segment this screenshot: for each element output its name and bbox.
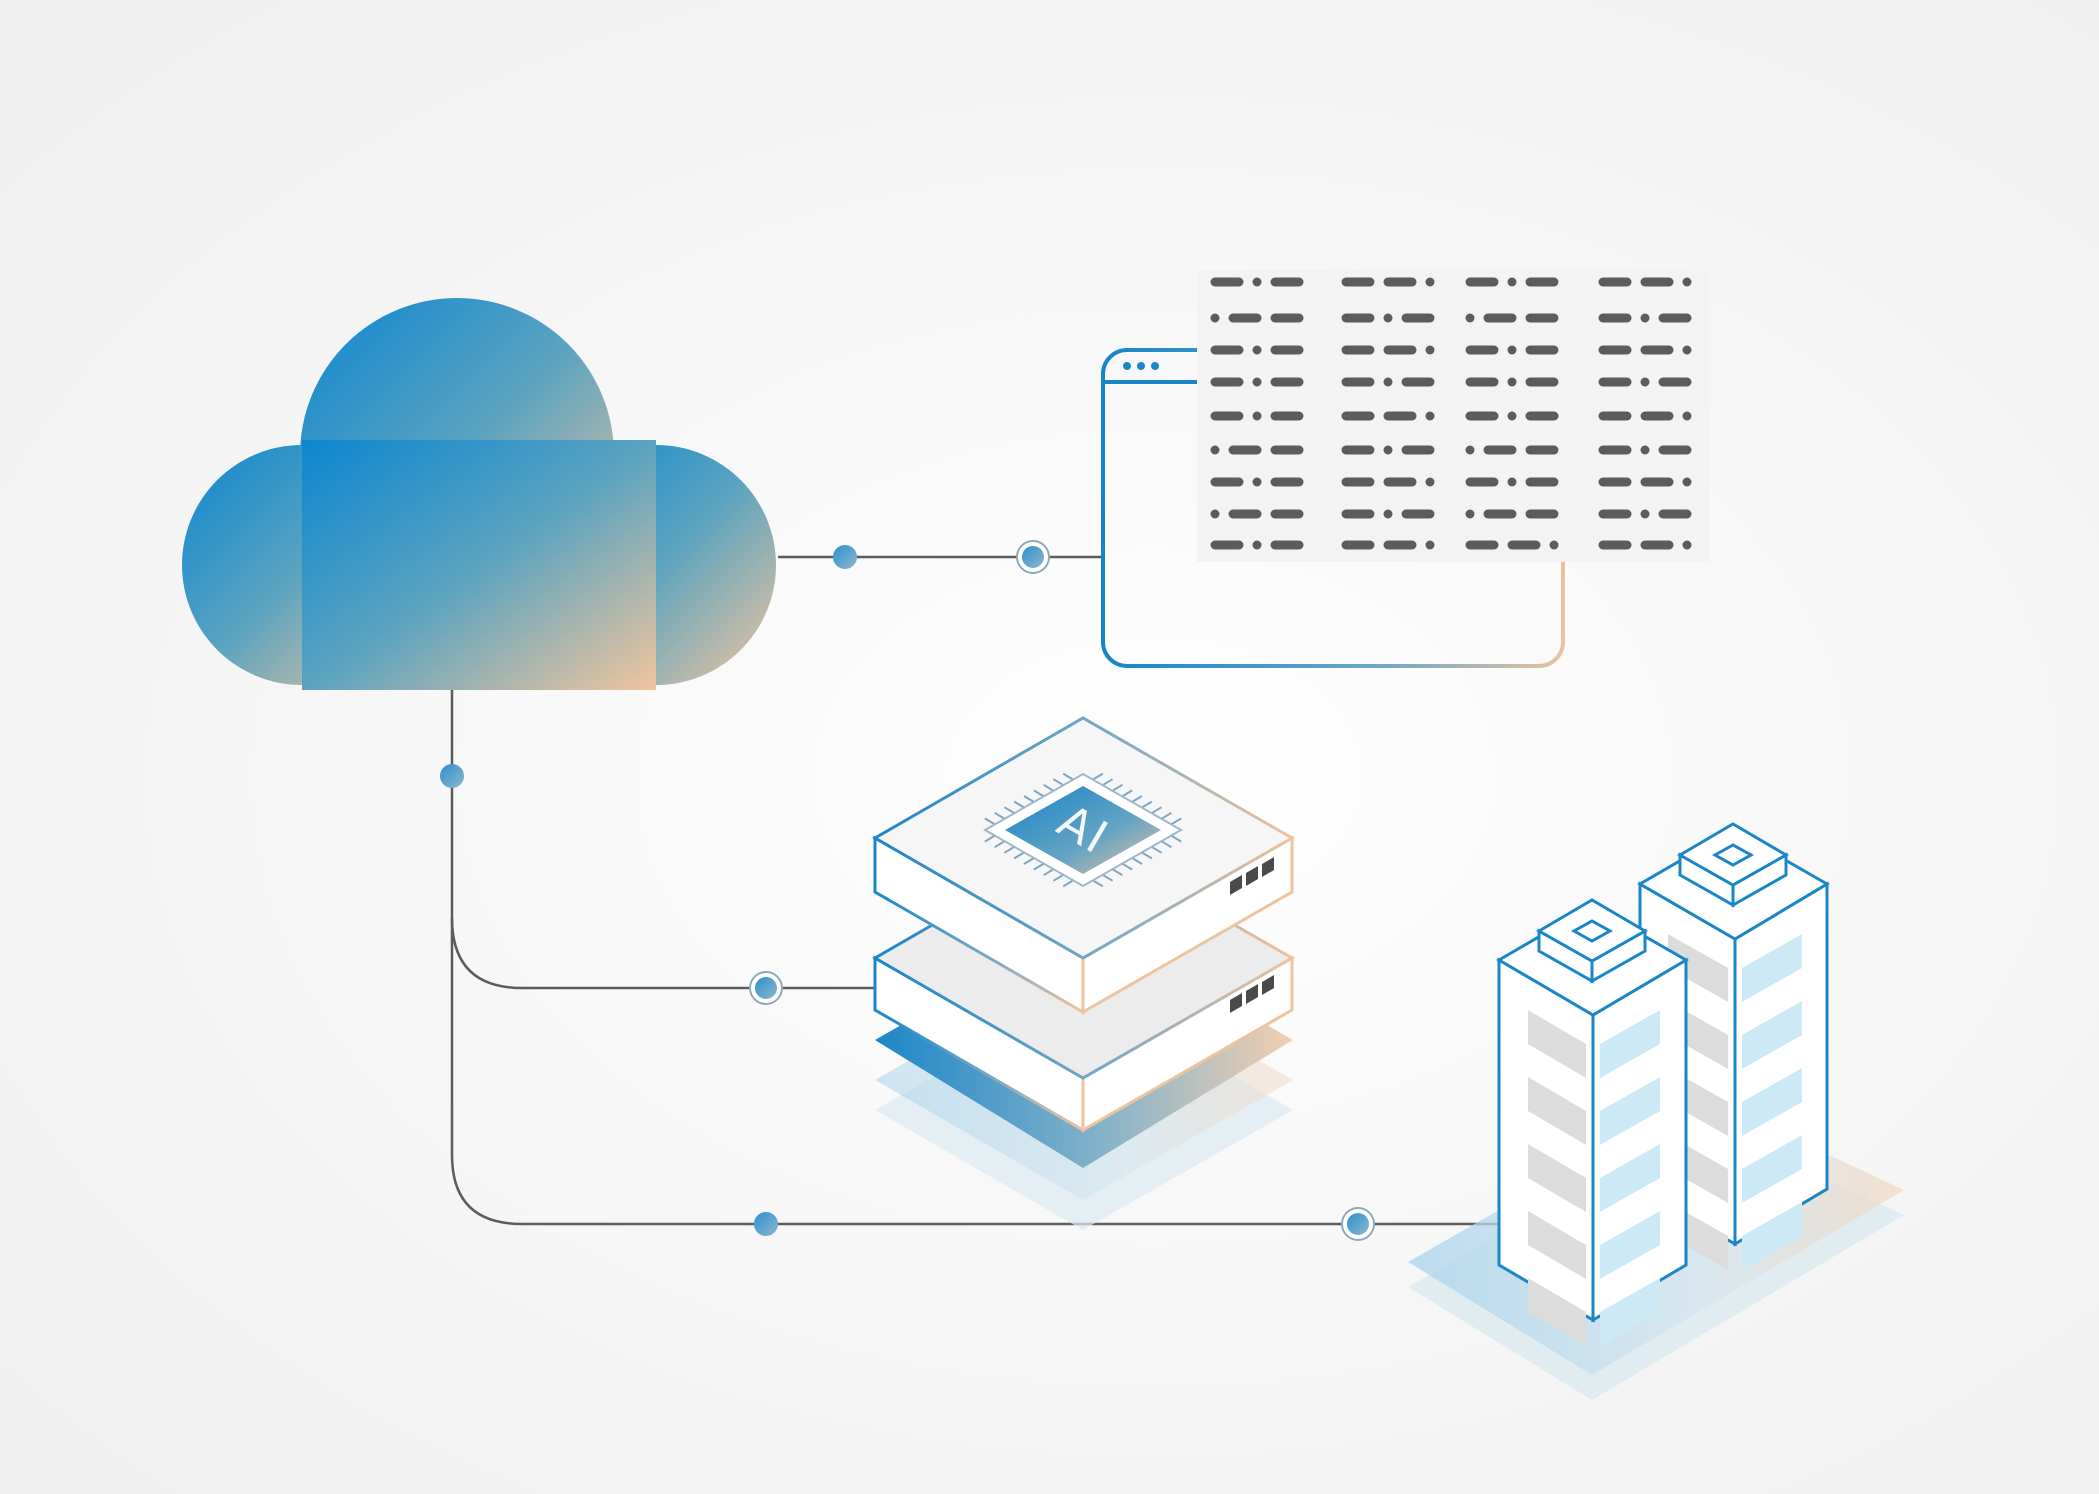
chip-pin (1043, 868, 1055, 877)
connector-node-icon (1016, 540, 1050, 574)
chip-pin (984, 834, 996, 843)
chip-pin (1013, 851, 1025, 860)
office-buildings-icon (1408, 822, 1904, 1400)
window-dot-icon (1123, 362, 1131, 370)
chip-pin (1023, 857, 1035, 865)
connector-node-icon (440, 764, 464, 788)
chip-pin (1033, 789, 1045, 798)
chip-pin (1043, 783, 1055, 792)
chip-pin (1151, 845, 1163, 854)
window-pane (1742, 1001, 1802, 1069)
window-pane (1600, 1077, 1660, 1145)
window-pane (1600, 1278, 1660, 1346)
chip-pin (1160, 840, 1172, 849)
chip-pin (1141, 800, 1153, 809)
window-pane (1528, 1278, 1586, 1346)
chip-pin (1131, 857, 1143, 865)
chip-pin (1121, 862, 1133, 871)
connector-node-icon (754, 1212, 778, 1236)
cloud-icon (182, 298, 776, 690)
rooftop-unit (1535, 898, 1649, 984)
window-pane (1528, 1211, 1586, 1279)
chip-pin (1023, 795, 1035, 803)
chip-pin (984, 817, 996, 826)
chip-pin (1102, 873, 1114, 882)
code-lines (1210, 277, 1692, 550)
chip-pin (1033, 862, 1045, 871)
chip-pin (1131, 795, 1143, 803)
cloud-to-buildings-line (450, 918, 1500, 1226)
server-unit-upper: AI (871, 716, 1296, 1015)
status-lights-icon (1230, 857, 1274, 895)
window-pane (1600, 1144, 1660, 1212)
chip-pin (994, 811, 1006, 820)
chip-pin (1111, 868, 1123, 877)
cloud-to-server-line (450, 690, 875, 990)
chip-pin (1160, 811, 1172, 820)
window-pane (1600, 1010, 1660, 1078)
window-pane (1668, 934, 1728, 1002)
chip-pin (1092, 772, 1104, 781)
window-pane (1742, 1202, 1802, 1270)
connector-node-icon (749, 971, 783, 1005)
rooftop-unit (1676, 822, 1790, 908)
window-pane (1528, 1144, 1586, 1212)
window-pane (1742, 1068, 1802, 1136)
ai-chip-icon: AI (982, 772, 1184, 888)
window-pane (1742, 934, 1802, 1002)
connector-node-icon (1341, 1207, 1375, 1241)
chip-pin (1013, 800, 1025, 809)
browser-window-icon (1101, 270, 1709, 668)
window-pane (1528, 1077, 1586, 1145)
chip-pin (1052, 873, 1064, 882)
window-pane (1600, 1211, 1660, 1279)
window-pane (1528, 1010, 1586, 1078)
chip-pin (1062, 772, 1074, 781)
chip-pin (1111, 783, 1123, 792)
window-dot-icon (1151, 362, 1159, 370)
window-pane (1742, 1135, 1802, 1203)
status-lights-icon (1230, 975, 1274, 1013)
chip-pin (1170, 817, 1182, 826)
ai-server-stack-icon: AI (871, 716, 1296, 1230)
chip-pin (1170, 834, 1182, 843)
chip-pin (1141, 851, 1153, 860)
chip-pin (1003, 806, 1015, 815)
chip-pin (994, 840, 1006, 849)
connector-node-icon (833, 545, 857, 569)
chip-pin (1062, 879, 1074, 888)
window-dot-icon (1137, 362, 1145, 370)
office-tower-front (1496, 898, 1689, 1346)
chip-pin (1121, 789, 1133, 798)
chip-pin (1151, 806, 1163, 815)
chip-pin (1052, 778, 1064, 787)
chip-pin (1003, 845, 1015, 854)
chip-pin (1092, 879, 1104, 888)
connector-nodes (440, 540, 1375, 1241)
chip-pin (1102, 778, 1114, 787)
